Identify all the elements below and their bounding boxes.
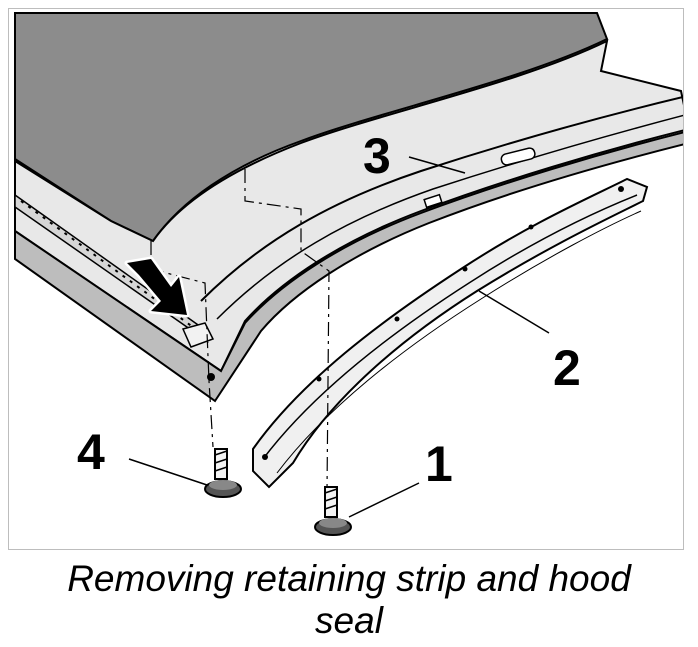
retaining-strip-edge-inner — [276, 210, 642, 474]
callout-2: 2 — [553, 340, 581, 396]
screw-icon — [204, 448, 242, 498]
caption-line-1: Removing retaining strip and hood — [67, 558, 631, 599]
leader-line-3 — [408, 156, 466, 174]
pointer-arrow-icon — [124, 256, 190, 318]
hood-edge-strip-dots — [20, 200, 202, 334]
figure-caption: Removing retaining strip and hood seal — [0, 558, 698, 642]
alignment-line — [150, 241, 214, 448]
hood-seal-channel — [200, 96, 683, 302]
leader-line-1 — [348, 482, 420, 518]
retaining-strip — [252, 177, 649, 489]
hood-seal-channel-inner — [216, 114, 683, 320]
strip-hole — [528, 224, 534, 230]
diagram-frame: 3 2 1 4 — [8, 8, 684, 550]
strip-hole — [316, 376, 322, 382]
retaining-strip-edge — [262, 194, 638, 460]
caption-line-2: seal — [315, 600, 383, 641]
screw-icon — [314, 486, 352, 536]
channel-slot — [500, 147, 536, 166]
retaining-clip — [181, 322, 215, 348]
alignment-line — [244, 169, 330, 492]
hood-seal-diagram: 3 2 1 4 — [14, 12, 683, 536]
strip-hole — [394, 316, 400, 322]
leader-line-4 — [128, 458, 208, 486]
hood-flange — [14, 131, 683, 403]
leader-line-2 — [478, 290, 550, 334]
callout-1: 1 — [425, 436, 453, 492]
callout-3: 3 — [363, 128, 391, 184]
strip-hole — [262, 454, 268, 460]
strip-hole — [462, 266, 468, 272]
callout-4: 4 — [77, 424, 105, 480]
channel-slot — [423, 193, 443, 209]
strip-hole — [618, 186, 624, 192]
